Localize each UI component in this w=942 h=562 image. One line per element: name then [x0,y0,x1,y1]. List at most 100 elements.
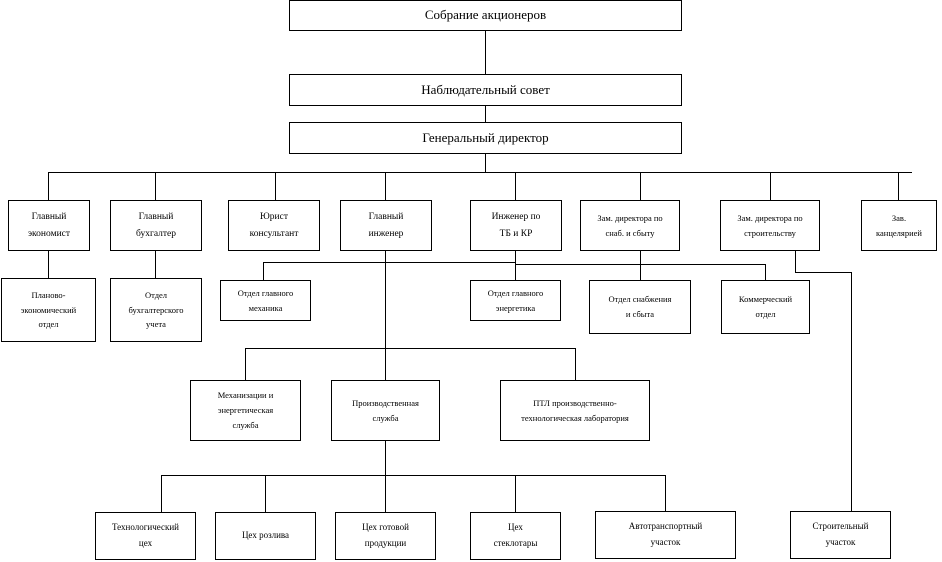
node-motor-transport-section[interactable]: Автотранспортный участок [595,511,736,559]
drop-safety-engineer [515,172,516,200]
node-chief-mechanic-dept-line1: Отдел главного [237,287,294,298]
node-finished-goods-shop-line2: продукции [364,538,407,548]
node-deputy-construction-line1: Зам. директора по [737,212,803,223]
node-supply-sales-dept[interactable]: Отдел снабжения и сбыта [589,280,691,334]
node-legal-consultant-line2: консультант [249,228,299,239]
node-accounting-dept-line2: бухгалтерского [128,304,184,315]
drop-commercial-dept [765,264,766,280]
node-safety-engineer-line2: ТБ и КР [499,228,533,239]
node-planning-economic-dept[interactable]: Планово- экономический отдел [1,278,96,342]
node-chief-accountant-line2: бухгалтер [135,228,177,239]
node-legal-consultant[interactable]: Юрист консультант [228,200,320,251]
node-chief-accountant-line1: Главный [138,211,174,222]
node-accounting-dept[interactable]: Отдел бухгалтерского учета [110,278,202,342]
node-shareholders-meeting-label: Собрание акционеров [424,7,547,23]
node-commercial-dept-line2: отдел [755,309,776,319]
drop-bottling-shop [265,475,266,512]
drop-legal-consultant [275,172,276,200]
node-general-director-label: Генеральный директор [422,129,549,145]
node-chief-power-dept[interactable]: Отдел главного энергетика [470,280,561,321]
node-ptl-laboratory-line2: технологическая лаборатория [521,412,629,423]
bus-chief-engineer-depts [263,262,515,263]
node-finished-goods-shop-line1: Цех готовой [362,522,409,533]
node-production-service-line2: служба [372,412,399,423]
connector-director-to-bus [485,153,486,173]
node-motor-transport-section-line2: участок [650,537,681,547]
node-supply-sales-dept-line1: Отдел снабжения [608,294,672,305]
node-head-office-manager-line1: Зав. [891,212,907,223]
drop-chief-power-dept [515,262,516,280]
trunk-chief-engineer [385,250,386,380]
node-safety-engineer-line1: Инженер по [491,211,541,222]
node-general-director[interactable]: Генеральный директор [289,122,682,154]
drop-chief-engineer [385,172,386,200]
node-planning-economic-dept-line2: экономический [20,304,77,315]
node-construction-section[interactable]: Строительный участок [790,511,891,559]
node-supervisory-board[interactable]: Наблюдательный совет [289,74,682,106]
node-shareholders-meeting[interactable]: Собрание акционеров [289,0,682,31]
connector-construction-to-section [851,272,852,511]
node-finished-goods-shop[interactable]: Цех готовой продукции [335,512,436,560]
node-bottling-shop-line1: Цех розлива [241,530,290,541]
connector-shareholders-to-board [485,30,486,74]
trunk-production-service [385,441,386,475]
node-accounting-dept-line1: Отдел [144,289,168,300]
node-chief-mechanic-dept[interactable]: Отдел главного механика [220,280,311,321]
drop-deputy-supply [640,172,641,200]
node-chief-power-dept-line1: Отдел главного [487,287,544,298]
node-legal-consultant-line1: Юрист [260,211,288,222]
node-chief-economist-line1: Главный [31,211,67,222]
node-motor-transport-section-line1: Автотранспортный [628,521,703,532]
drop-chief-mechanic-dept [263,262,264,280]
node-supervisory-board-label: Наблюдательный совет [421,81,550,97]
node-production-service[interactable]: Производственная служба [331,380,440,441]
drop-glassware-shop [515,475,516,512]
drop-chief-accountant [155,172,156,200]
node-planning-economic-dept-line1: Планово- [31,289,66,300]
connector-to-commercial-dept [515,264,765,265]
drop-ptl-laboratory [575,348,576,380]
node-commercial-dept[interactable]: Коммерческий отдел [721,280,810,334]
node-construction-section-line1: Строительный [812,521,869,532]
drop-finished-goods-shop [385,475,386,512]
drop-mechanization-service [245,348,246,380]
node-ptl-laboratory[interactable]: ПТЛ производственно- технологическая лаб… [500,380,650,441]
node-chief-engineer-line1: Главный [368,211,404,222]
connector-deputy-supply-to-dept [640,250,641,280]
node-head-office-manager[interactable]: Зав. канцелярией [861,200,937,251]
connector-economist-to-planning [48,250,49,278]
node-deputy-supply-sales-line2: снаб. и сбыту [605,227,655,238]
node-mechanization-power-service[interactable]: Механизации и энергетическая служба [190,380,301,441]
node-planning-economic-dept-line3: отдел [38,319,59,330]
node-deputy-construction[interactable]: Зам. директора по строительству [720,200,820,251]
bus-chief-engineer-services [245,348,575,349]
node-ptl-laboratory-line1: ПТЛ производственно- [533,397,617,408]
node-deputy-supply-sales[interactable]: Зам. директора по снаб. и сбыту [580,200,680,251]
node-technological-shop-line1: Технологический [112,522,179,533]
node-mechanization-power-service-line1: Механизации и [217,390,274,401]
connector-safety-engineer-down [515,250,516,264]
connector-construction-right [795,272,851,273]
node-chief-economist-line2: экономист [27,228,71,239]
node-chief-engineer-line2: инженер [368,228,404,239]
node-glassware-shop[interactable]: Цех стеклотары [470,512,561,560]
node-mechanization-power-service-line3: служба [232,419,259,430]
node-head-office-manager-line2: канцелярией [876,227,922,238]
node-chief-power-dept-line2: энергетика [495,302,536,313]
node-production-service-line1: Производственная [352,397,419,408]
node-chief-mechanic-dept-line2: механика [248,302,283,313]
node-bottling-shop[interactable]: Цех розлива [215,512,316,560]
connector-accountant-to-accounting [155,250,156,278]
drop-head-office [898,172,899,200]
node-glassware-shop-line2: стеклотары [493,538,538,548]
node-safety-engineer[interactable]: Инженер по ТБ и КР [470,200,562,251]
node-technological-shop[interactable]: Технологический цех [95,512,196,560]
node-chief-economist[interactable]: Главный экономист [8,200,90,251]
drop-technological-shop [161,475,162,512]
drop-deputy-construction [770,172,771,200]
drop-motor-transport-section [665,475,666,512]
node-chief-engineer[interactable]: Главный инженер [340,200,432,251]
node-chief-accountant[interactable]: Главный бухгалтер [110,200,202,251]
node-glassware-shop-line1: Цех [508,522,523,533]
